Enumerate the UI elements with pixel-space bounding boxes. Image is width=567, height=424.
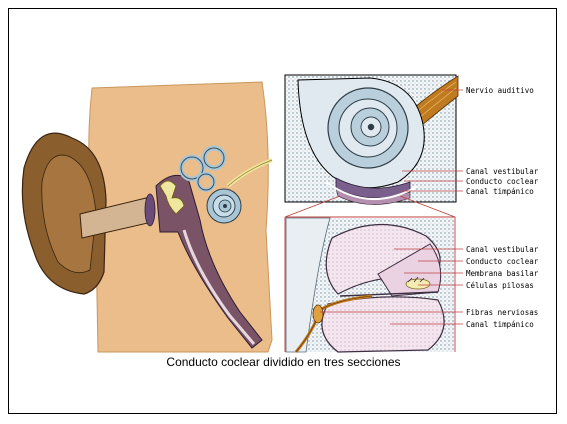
label-membrana-basilar: Membrana basilar (466, 269, 539, 278)
label-celulas-pilosas: Células pilosas (466, 281, 534, 290)
label-conducto-coclear-top: Conducto coclear (466, 177, 539, 186)
eardrum (145, 194, 155, 226)
label-canal-timpanico-top: Canal timpánico (466, 187, 534, 196)
label-fibras-nerviosas: Fibras nerviosas (466, 308, 538, 317)
label-canal-timpanico-bottom: Canal timpánico (466, 320, 534, 329)
label-conducto-coclear-bottom: Conducto coclear (466, 257, 539, 266)
label-canal-vestibular-bottom: Canal vestibular (466, 245, 539, 254)
cochlea-inset (285, 75, 463, 205)
label-nervio-auditivo: Nervio auditivo (466, 86, 534, 95)
diagram-labels: Nervio auditivo Canal vestibular Conduct… (466, 86, 539, 329)
cochlea-spiral (328, 88, 408, 168)
small-cochlea (207, 189, 241, 223)
head-section (22, 82, 272, 352)
figure-caption: Conducto coclear dividido en tres seccio… (0, 355, 567, 369)
cochlear-duct-detail (286, 218, 463, 352)
label-canal-vestibular-top: Canal vestibular (466, 167, 539, 176)
